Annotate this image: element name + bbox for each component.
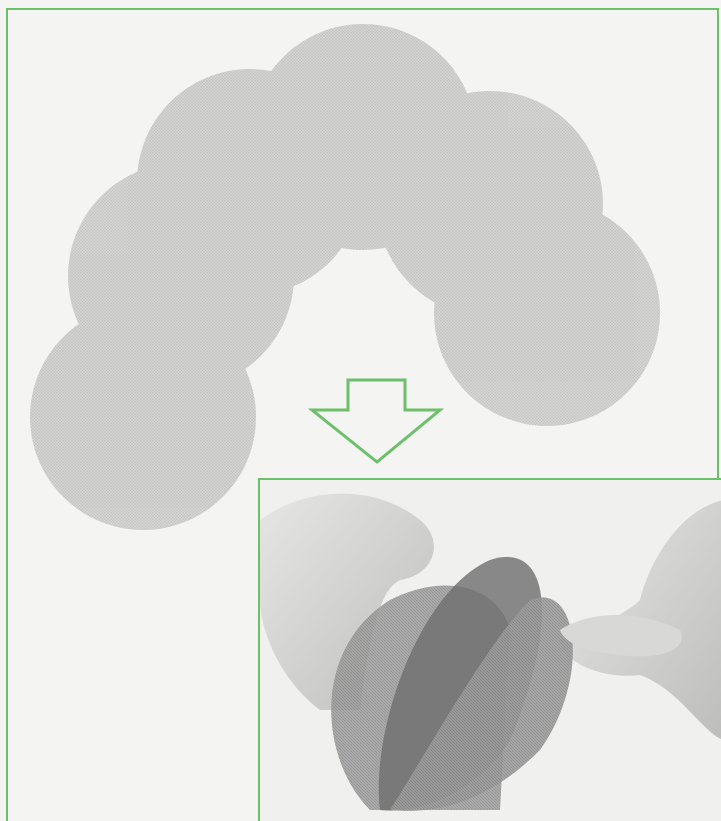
mesh-disc-6 — [434, 200, 660, 426]
hands-folding-discs-photo — [260, 480, 721, 821]
folding-photo — [258, 478, 721, 821]
down-arrow-outline-icon — [312, 380, 440, 462]
